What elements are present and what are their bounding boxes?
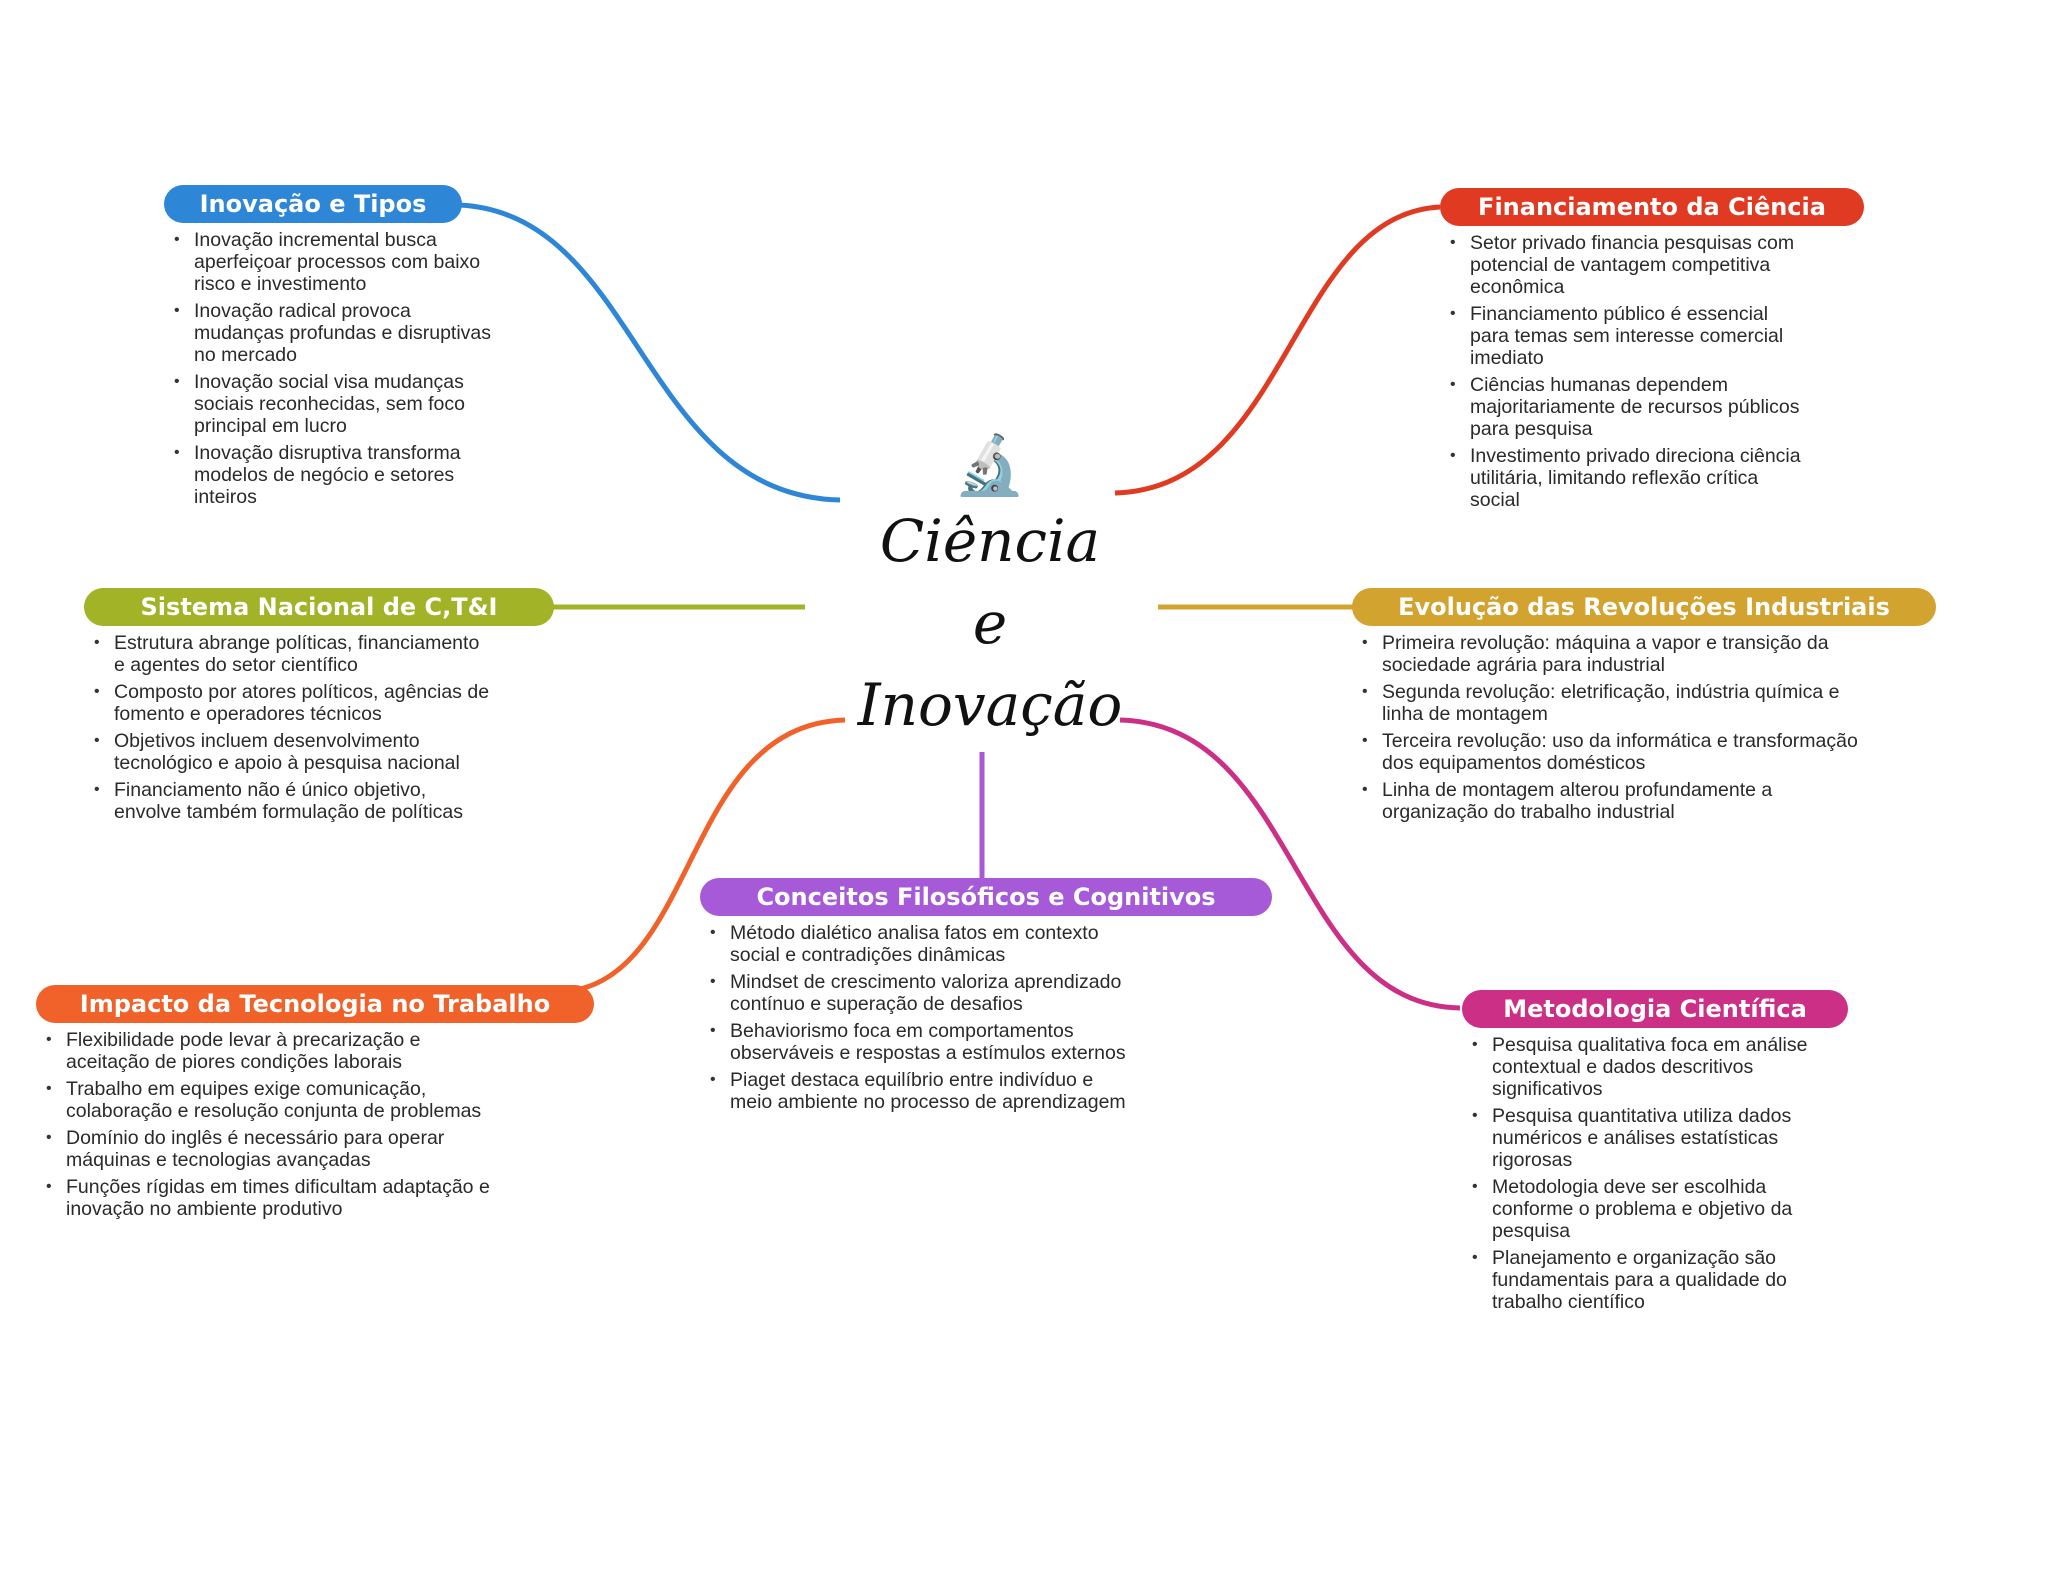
list-item: Pesquisa quantitativa utiliza dados numé… xyxy=(1472,1105,1832,1171)
branch-title[interactable]: Financiamento da Ciência xyxy=(1440,188,1864,226)
branch-items: Inovação incremental busca aperfeiçoar p… xyxy=(164,229,494,508)
central-title-line: Inovação xyxy=(857,671,1123,739)
list-item: Inovação disruptiva transforma modelos d… xyxy=(174,442,494,508)
branch-items: Setor privado financia pesquisas com pot… xyxy=(1440,232,1810,511)
branch-title[interactable]: Conceitos Filosóficos e Cognitivos xyxy=(700,878,1272,916)
central-title: Ciência e Inovação xyxy=(850,500,1130,746)
list-item: Investimento privado direciona ciência u… xyxy=(1450,445,1810,511)
microscope-icon: 🔬 xyxy=(953,431,1027,499)
branch-title[interactable]: Impacto da Tecnologia no Trabalho xyxy=(36,985,594,1023)
list-item: Inovação social visa mudanças sociais re… xyxy=(174,371,494,437)
connector-financiamento xyxy=(1114,204,1441,496)
list-item: Flexibilidade pode levar à precarização … xyxy=(46,1029,506,1073)
list-item: Terceira revolução: uso da informática e… xyxy=(1362,730,1862,774)
list-item: Behaviorismo foca em comportamentos obse… xyxy=(710,1020,1140,1064)
central-topic: 🔬 Ciência e Inovação xyxy=(850,430,1130,750)
branch-financiamento: Financiamento da Ciência Setor privado f… xyxy=(1440,188,1864,516)
branch-metodologia: Metodologia Científica Pesquisa qualitat… xyxy=(1462,990,1848,1318)
branch-sistema-nacional: Sistema Nacional de C,T&I Estrutura abra… xyxy=(84,588,554,828)
connector-inovacao-tipos xyxy=(459,202,841,503)
list-item: Financiamento público é essencial para t… xyxy=(1450,303,1810,369)
branch-title[interactable]: Evolução das Revoluções Industriais xyxy=(1352,588,1936,626)
list-item: Piaget destaca equilíbrio entre indivídu… xyxy=(710,1069,1140,1113)
list-item: Método dialético analisa fatos em contex… xyxy=(710,922,1140,966)
central-title-line: Ciência xyxy=(879,507,1101,575)
list-item: Trabalho em equipes exige comunicação, c… xyxy=(46,1078,506,1122)
list-item: Mindset de crescimento valoriza aprendiz… xyxy=(710,971,1140,1015)
list-item: Objetivos incluem desenvolvimento tecnol… xyxy=(94,730,494,774)
list-item: Funções rígidas em times dificultam adap… xyxy=(46,1176,506,1220)
list-item: Ciências humanas dependem majoritariamen… xyxy=(1450,374,1810,440)
central-title-line: e xyxy=(972,589,1008,657)
list-item: Inovação incremental busca aperfeiçoar p… xyxy=(174,229,494,295)
connector-impacto xyxy=(559,717,846,995)
connector-metodologia xyxy=(1119,717,1461,1011)
list-item: Metodologia deve ser escolhida conforme … xyxy=(1472,1176,1832,1242)
branch-revolucoes: Evolução das Revoluções Industriais Prim… xyxy=(1352,588,1936,828)
branch-title[interactable]: Inovação e Tipos xyxy=(164,185,462,223)
branch-conceitos: Conceitos Filosóficos e Cognitivos Métod… xyxy=(700,878,1272,1118)
list-item: Planejamento e organização são fundament… xyxy=(1472,1247,1832,1313)
list-item: Segunda revolução: eletrificação, indúst… xyxy=(1362,681,1862,725)
list-item: Primeira revolução: máquina a vapor e tr… xyxy=(1362,632,1862,676)
list-item: Composto por atores políticos, agências … xyxy=(94,681,494,725)
branch-title[interactable]: Sistema Nacional de C,T&I xyxy=(84,588,554,626)
branch-items: Método dialético analisa fatos em contex… xyxy=(700,922,1140,1113)
branch-impacto: Impacto da Tecnologia no Trabalho Flexib… xyxy=(36,985,594,1225)
branch-inovacao-tipos: Inovação e Tipos Inovação incremental bu… xyxy=(164,185,494,513)
list-item: Linha de montagem alterou profundamente … xyxy=(1362,779,1862,823)
list-item: Estrutura abrange políticas, financiamen… xyxy=(94,632,494,676)
list-item: Domínio do inglês é necessário para oper… xyxy=(46,1127,506,1171)
branch-items: Flexibilidade pode levar à precarização … xyxy=(36,1029,506,1220)
list-item: Pesquisa qualitativa foca em análise con… xyxy=(1472,1034,1832,1100)
branch-items: Estrutura abrange políticas, financiamen… xyxy=(84,632,494,823)
branch-title[interactable]: Metodologia Científica xyxy=(1462,990,1848,1028)
list-item: Setor privado financia pesquisas com pot… xyxy=(1450,232,1810,298)
branch-items: Primeira revolução: máquina a vapor e tr… xyxy=(1352,632,1862,823)
list-item: Inovação radical provoca mudanças profun… xyxy=(174,300,494,366)
branch-items: Pesquisa qualitativa foca em análise con… xyxy=(1462,1034,1832,1313)
list-item: Financiamento não é único objetivo, envo… xyxy=(94,779,494,823)
